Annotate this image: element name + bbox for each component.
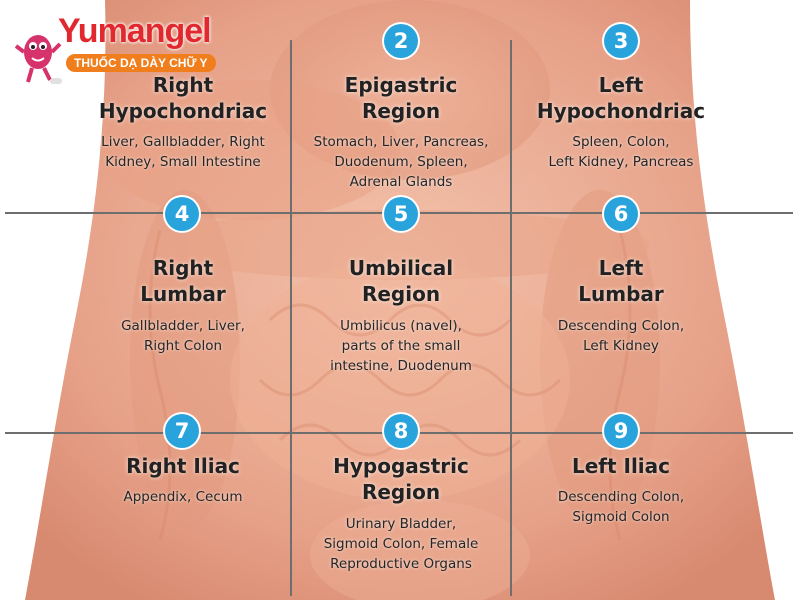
- region-7-description: Appendix, Cecum: [123, 489, 243, 505]
- region-1-title: Right Hypochondriac: [98, 73, 268, 123]
- bladder-organ: [310, 500, 530, 600]
- region-8-title: Hypogastric Region: [333, 454, 469, 504]
- grid-line-vertical-right: [510, 40, 512, 596]
- region-9-title: Left Iliac: [571, 454, 671, 478]
- region-3-title: Left Hypochondriac: [536, 73, 706, 123]
- region-3-number-badge: 3: [604, 24, 638, 58]
- region-7-title: Right Iliac: [126, 454, 240, 478]
- region-4-title: Right Lumbar: [140, 256, 226, 306]
- region-8-description: Urinary Bladder, Sigmoid Colon, Female R…: [323, 516, 479, 572]
- region-2-title: Epigastric Region: [344, 73, 458, 123]
- liver-organ: [100, 80, 400, 220]
- region-1-description: Liver, Gallbladder, Right Kidney, Small …: [101, 134, 265, 170]
- region-4-description: Gallbladder, Liver, Right Colon: [121, 318, 245, 354]
- grid-line-vertical-left: [290, 40, 292, 596]
- region-8-number-badge: 8: [384, 414, 418, 448]
- logo-tagline: THUỐC DẠ DÀY CHỮ Y: [66, 54, 216, 72]
- mascot-icon: [14, 35, 62, 84]
- region-5-description: Umbilicus (navel), parts of the small in…: [330, 318, 472, 374]
- region-6-description: Descending Colon, Left Kidney: [557, 318, 685, 354]
- colon-right: [130, 190, 240, 530]
- region-6-title: Left Lumbar: [578, 256, 664, 306]
- small-intestine: [230, 260, 570, 500]
- region-2-description: Stomach, Liver, Pancreas, Duodenum, Sple…: [313, 134, 489, 190]
- intestine-loops: [148, 229, 632, 541]
- region-3-description: Spleen, Colon, Left Kidney, Pancreas: [548, 134, 694, 170]
- region-9-description: Descending Colon, Sigmoid Colon: [557, 489, 685, 525]
- region-6-number-badge: 6: [604, 197, 638, 231]
- yumangel-logo: Yumangel THUỐC DẠ DÀY CHỮ Y: [14, 10, 234, 90]
- region-2-number-badge: 2: [384, 24, 418, 58]
- region-5-title: Umbilical Region: [348, 256, 454, 306]
- region-9-number-badge: 9: [604, 414, 638, 448]
- transverse-colon: [150, 210, 650, 280]
- region-4-number-badge: 4: [165, 197, 199, 231]
- logo-brand-text: Yumangel: [58, 12, 212, 50]
- region-5-number-badge: 5: [384, 197, 418, 231]
- region-7-number-badge: 7: [165, 414, 199, 448]
